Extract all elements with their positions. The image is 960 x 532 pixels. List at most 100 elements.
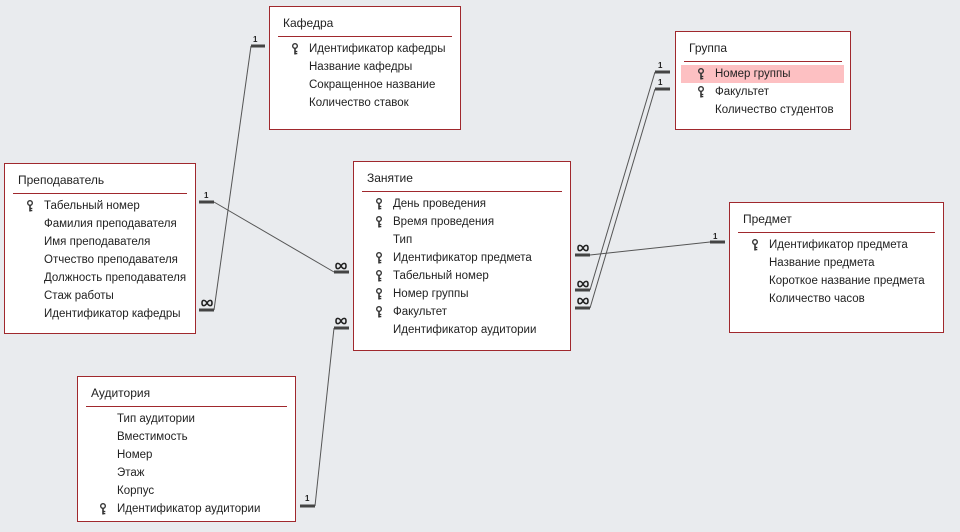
relation-prepodavatel-zanyatie[interactable] <box>213 201 335 273</box>
field-row[interactable]: Идентификатор аудитории <box>359 321 564 339</box>
field-name: Количество студентов <box>715 104 834 116</box>
field-row[interactable]: День проведения <box>359 195 564 213</box>
field-name: Название кафедры <box>309 61 413 73</box>
field-name: Количество ставок <box>309 97 409 109</box>
table-title[interactable]: Группа <box>689 41 728 55</box>
field-row[interactable]: Идентификатор предмета <box>359 249 564 267</box>
field-name: Идентификатор кафедры <box>44 308 181 320</box>
table-title[interactable]: Аудитория <box>91 386 151 400</box>
field-row[interactable]: Номер <box>83 446 289 464</box>
table-title[interactable]: Предмет <box>743 212 792 226</box>
divider <box>278 36 452 37</box>
field-row[interactable]: Табельный номер <box>359 267 564 285</box>
divider <box>86 406 287 407</box>
field-name: Стаж работы <box>44 290 114 302</box>
primary-key-icon <box>376 288 382 300</box>
field-row[interactable]: Тип <box>359 231 564 249</box>
field-name: Факультет <box>393 306 448 318</box>
relation-kafedra-prepodavatel[interactable] <box>213 45 252 311</box>
field-row[interactable]: Фамилия преподавателя <box>10 215 189 233</box>
primary-key-icon <box>100 503 106 515</box>
field-name: Тип аудитории <box>117 413 195 425</box>
field-name: Отчество преподавателя <box>44 254 178 266</box>
field-name: Имя преподавателя <box>44 236 151 248</box>
field-name: Идентификатор предмета <box>769 239 908 251</box>
field-row[interactable]: Этаж <box>83 464 289 482</box>
field-name: Этаж <box>117 467 145 479</box>
field-name: Идентификатор предмета <box>393 252 532 264</box>
relation-predmet-zanyatie[interactable] <box>589 241 711 256</box>
field-row[interactable]: Количество ставок <box>275 94 454 112</box>
field-row[interactable]: Количество часов <box>735 290 937 308</box>
field-row[interactable]: Отчество преподавателя <box>10 251 189 269</box>
table-title[interactable]: Кафедра <box>283 16 334 30</box>
field-row[interactable]: Время проведения <box>359 213 564 231</box>
field-row[interactable]: Вместимость <box>83 428 289 446</box>
field-row[interactable]: Корпус <box>83 482 289 500</box>
cardinality-one-label: 1 <box>658 78 663 87</box>
relation-gruppa-zanyatie-2[interactable] <box>589 88 656 309</box>
field-row[interactable]: Стаж работы <box>10 287 189 305</box>
primary-key-icon <box>292 43 298 55</box>
field-row[interactable]: Табельный номер <box>10 197 189 215</box>
field-name: Тип <box>393 234 413 246</box>
cardinality-one-label: 1 <box>204 191 209 200</box>
field-name: Название предмета <box>769 257 875 269</box>
field-name: Номер <box>117 449 153 461</box>
field-row[interactable]: Номер группы <box>359 285 564 303</box>
field-name: Количество часов <box>769 293 865 305</box>
field-name: Короткое название предмета <box>769 275 925 287</box>
field-row[interactable]: Идентификатор кафедры <box>275 40 454 58</box>
primary-key-icon <box>376 270 382 282</box>
field-row[interactable]: Должность преподавателя <box>10 269 189 287</box>
field-row[interactable]: Идентификатор аудитории <box>83 500 289 518</box>
field-name: Факультет <box>715 86 770 98</box>
divider <box>738 232 935 233</box>
relation-gruppa-zanyatie-1[interactable] <box>589 71 656 291</box>
infinity-icon <box>577 297 589 305</box>
primary-key-icon <box>698 86 704 98</box>
field-row[interactable]: Название кафедры <box>275 58 454 76</box>
field-name: Идентификатор кафедры <box>309 43 446 55</box>
field-name: Табельный номер <box>44 200 140 212</box>
field-row[interactable]: Короткое название предмета <box>735 272 937 290</box>
field-row[interactable]: Название предмета <box>735 254 937 272</box>
divider <box>13 193 187 194</box>
divider <box>362 191 562 192</box>
field-row[interactable]: Номер группы <box>681 65 844 83</box>
table-title[interactable]: Преподаватель <box>18 173 105 187</box>
relation-auditoriya-zanyatie[interactable] <box>314 327 335 507</box>
field-row[interactable]: Идентификатор предмета <box>735 236 937 254</box>
field-name: Время проведения <box>393 216 495 228</box>
table-title[interactable]: Занятие <box>367 171 413 185</box>
field-row[interactable]: Идентификатор кафедры <box>10 305 189 323</box>
field-name: Корпус <box>117 485 155 497</box>
cardinality-one-label: 1 <box>713 232 718 241</box>
field-row[interactable]: Факультет <box>359 303 564 321</box>
field-name: Фамилия преподавателя <box>44 218 177 230</box>
field-row[interactable]: Количество студентов <box>681 101 844 119</box>
primary-key-icon <box>376 252 382 264</box>
infinity-icon <box>335 262 347 270</box>
primary-key-icon <box>376 216 382 228</box>
field-row[interactable]: Тип аудитории <box>83 410 289 428</box>
primary-key-icon <box>376 306 382 318</box>
field-row[interactable]: Факультет <box>681 83 844 101</box>
field-name: День проведения <box>393 198 486 210</box>
cardinality-one-label: 1 <box>305 494 310 503</box>
primary-key-icon <box>376 198 382 210</box>
field-row[interactable]: Сокращенное название <box>275 76 454 94</box>
infinity-icon <box>201 299 213 307</box>
field-name: Идентификатор аудитории <box>393 324 537 336</box>
field-row[interactable]: Имя преподавателя <box>10 233 189 251</box>
